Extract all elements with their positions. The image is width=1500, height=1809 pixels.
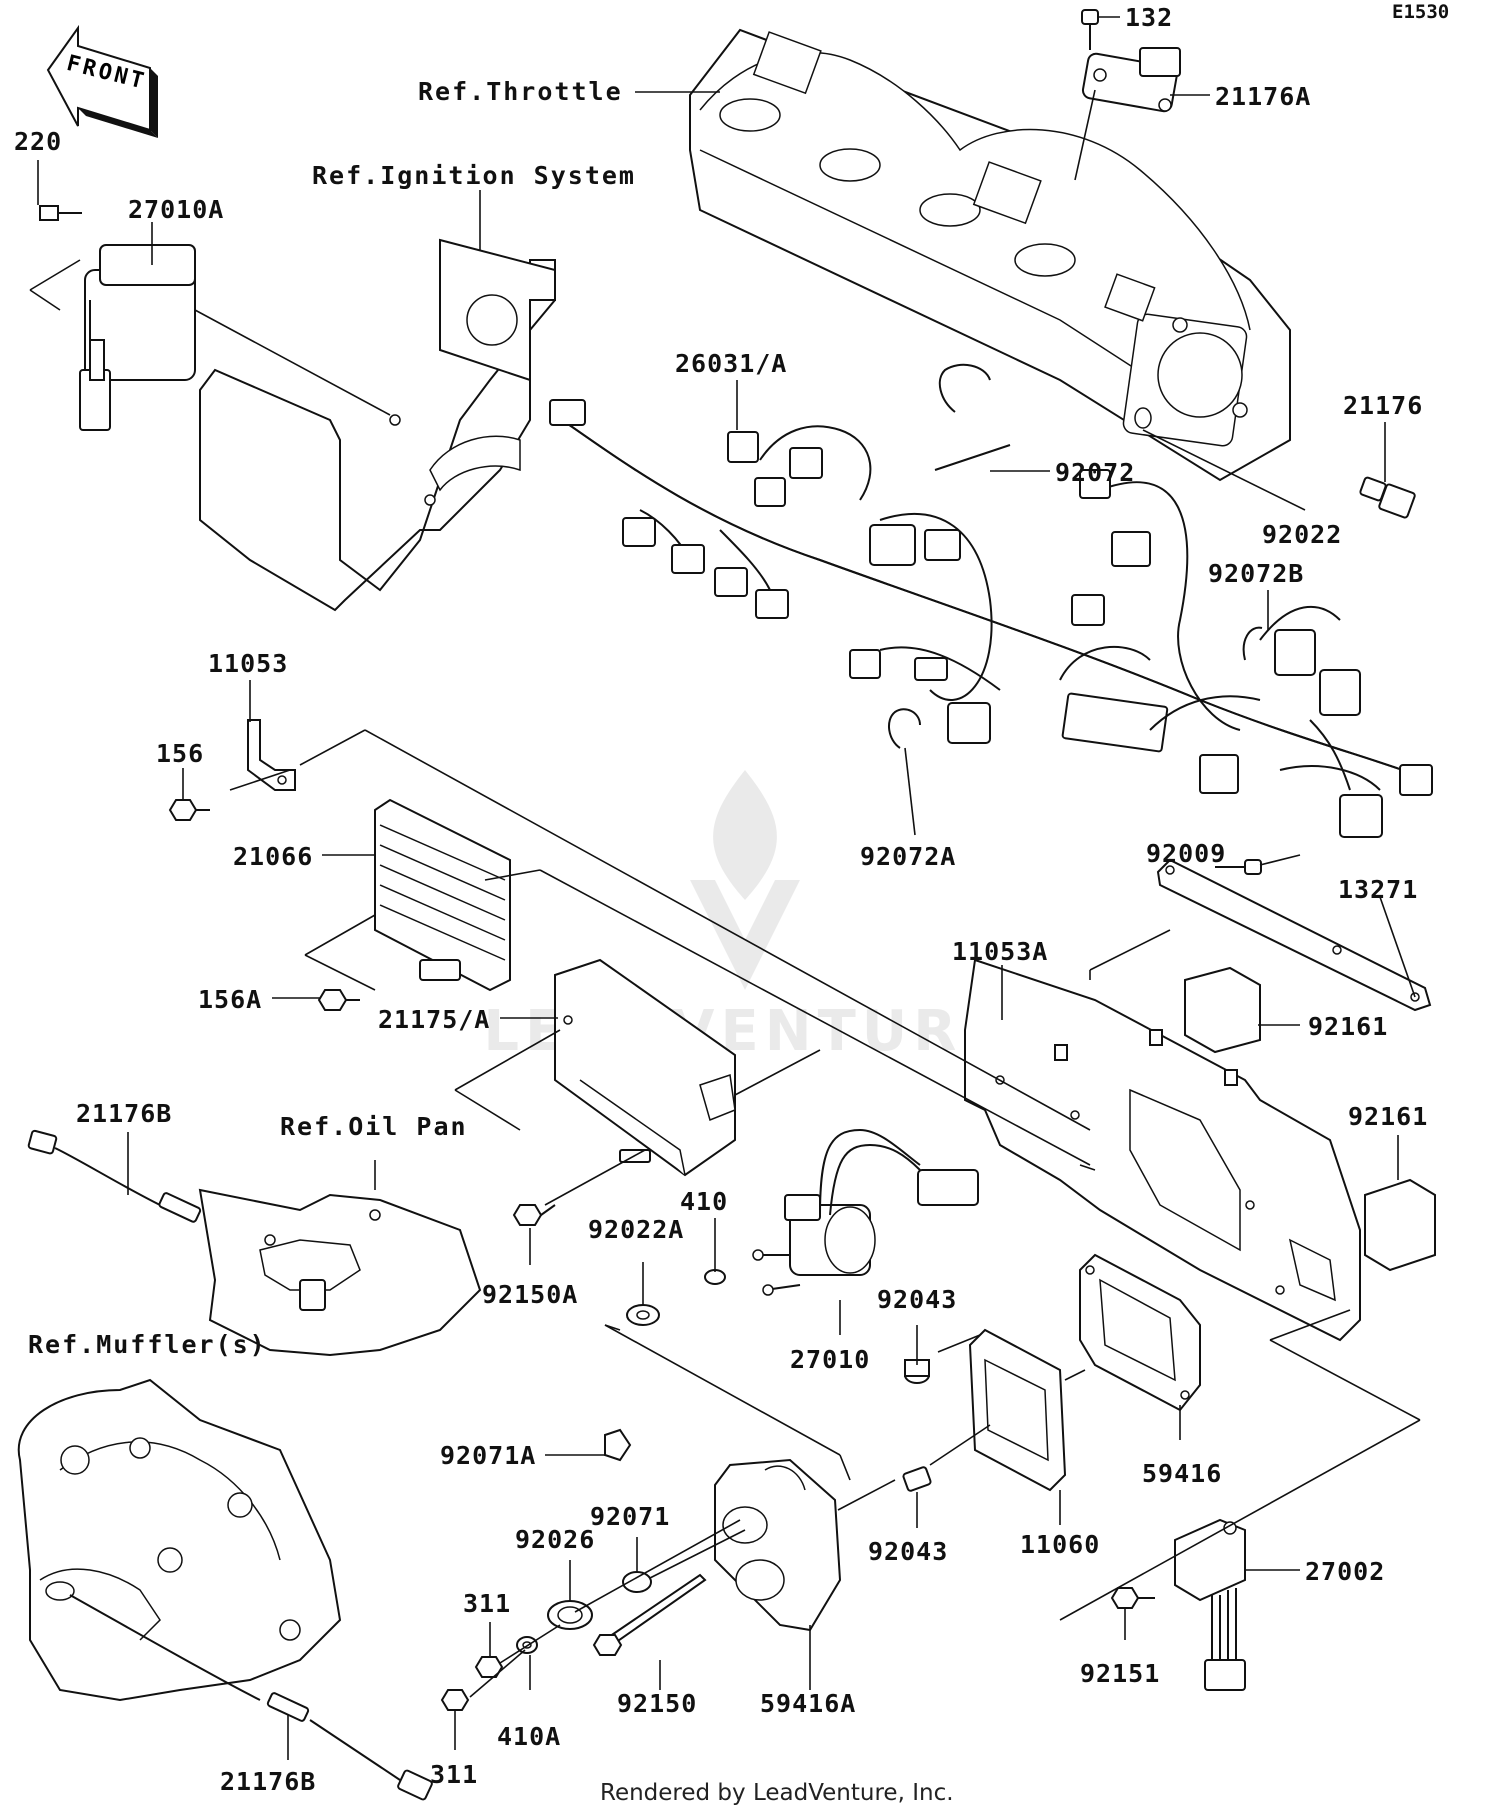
part-label[interactable]: 92072B bbox=[1208, 559, 1304, 588]
part-label[interactable]: 21176B bbox=[76, 1099, 172, 1128]
part-label[interactable]: 59416A bbox=[760, 1689, 856, 1718]
housing-59416a-drawing bbox=[547, 1428, 842, 1632]
part-label[interactable]: 410 bbox=[680, 1187, 728, 1216]
throttle-body-drawing bbox=[689, 28, 1291, 482]
part-label[interactable]: 92071A bbox=[440, 1441, 536, 1470]
front-arrow-icon: FRONT bbox=[46, 24, 158, 138]
part-label[interactable]: 21066 bbox=[233, 842, 313, 871]
solenoid-27010-drawing bbox=[752, 1128, 979, 1296]
cable-ties-drawing bbox=[888, 363, 1263, 749]
part-label[interactable]: 26031/A bbox=[675, 349, 787, 378]
part-label[interactable]: 220 bbox=[14, 127, 62, 156]
part-label[interactable]: 132 bbox=[1125, 3, 1173, 32]
ref-muffler-label: Ref.Muffler(s) bbox=[28, 1330, 267, 1359]
part-label[interactable]: 59416 bbox=[1142, 1459, 1222, 1488]
part-label[interactable]: 92009 bbox=[1146, 839, 1226, 868]
part-label[interactable]: 92022 bbox=[1262, 520, 1342, 549]
part-label[interactable]: 92161 bbox=[1308, 1012, 1388, 1041]
igniter-27002-drawing bbox=[1110, 1518, 1246, 1691]
footer-credit: Rendered by LeadVenture, Inc. bbox=[600, 1780, 954, 1806]
part-label[interactable]: 92022A bbox=[588, 1215, 684, 1244]
part-label[interactable]: 11060 bbox=[1020, 1530, 1100, 1559]
part-label[interactable]: 92026 bbox=[515, 1525, 595, 1554]
wiring-harness-drawing bbox=[549, 399, 1433, 838]
ref-ignition-system-label: Ref.Ignition System bbox=[312, 161, 636, 190]
part-label[interactable]: 13271 bbox=[1338, 875, 1418, 904]
part-label[interactable]: 92071 bbox=[590, 1502, 670, 1531]
part-label[interactable]: 27010 bbox=[790, 1345, 870, 1374]
part-label[interactable]: 92043 bbox=[877, 1285, 957, 1314]
part-label[interactable]: 311 bbox=[430, 1760, 478, 1789]
relay-27010a-drawing bbox=[39, 205, 196, 431]
part-label[interactable]: 21176B bbox=[220, 1767, 316, 1796]
bolt-92150-drawing bbox=[592, 1573, 707, 1656]
part-label[interactable]: 11053 bbox=[208, 649, 288, 678]
leader-lines bbox=[37, 16, 1416, 1760]
part-label[interactable]: 21176 bbox=[1343, 391, 1423, 420]
part-label[interactable]: 92150 bbox=[617, 1689, 697, 1718]
ref-oil-pan-label: Ref.Oil Pan bbox=[280, 1112, 468, 1141]
gasket-11060-drawing bbox=[902, 1328, 1067, 1492]
sensor-21176-drawing bbox=[1359, 476, 1416, 519]
oil-pan-sensor-drawing bbox=[27, 1129, 482, 1357]
part-label[interactable]: 410A bbox=[497, 1722, 561, 1751]
bracket-11053-drawing bbox=[168, 719, 296, 821]
assembly-lines bbox=[29, 259, 1421, 1698]
mounting-plate-11053a-drawing bbox=[964, 958, 1361, 1342]
part-label[interactable]: 92043 bbox=[868, 1537, 948, 1566]
ecu-21175a-drawing bbox=[554, 958, 736, 1177]
part-label[interactable]: 92072A bbox=[860, 842, 956, 871]
part-label[interactable]: 92150A bbox=[482, 1280, 578, 1309]
part-label[interactable]: 27002 bbox=[1305, 1557, 1385, 1586]
part-label[interactable]: 21176A bbox=[1215, 82, 1311, 111]
part-label[interactable]: 156A bbox=[198, 985, 262, 1014]
part-label[interactable]: 92161 bbox=[1348, 1102, 1428, 1131]
diagram-id: E1530 bbox=[1392, 1, 1449, 23]
hardware-middle-drawing bbox=[512, 1204, 930, 1384]
part-label[interactable]: 311 bbox=[463, 1589, 511, 1618]
duct-59416-drawing bbox=[1079, 1253, 1201, 1412]
muffler-drawing bbox=[17, 1378, 433, 1801]
ref-throttle-label: Ref.Throttle bbox=[418, 77, 623, 106]
part-label[interactable]: 92072 bbox=[1055, 458, 1135, 487]
ignition-bracket-drawing bbox=[199, 238, 556, 612]
part-label[interactable]: 27010A bbox=[128, 195, 224, 224]
part-label[interactable]: 11053A bbox=[952, 937, 1048, 966]
bracket-13271-drawing bbox=[1156, 858, 1432, 1012]
part-label[interactable]: 92151 bbox=[1080, 1659, 1160, 1688]
part-label[interactable]: 21175/A bbox=[378, 1005, 490, 1034]
regulator-21066-drawing bbox=[317, 798, 511, 1011]
nuts-311-drawing bbox=[440, 1636, 538, 1711]
part-label[interactable]: 156 bbox=[156, 739, 204, 768]
pad-92161-drawing bbox=[1184, 966, 1436, 1272]
